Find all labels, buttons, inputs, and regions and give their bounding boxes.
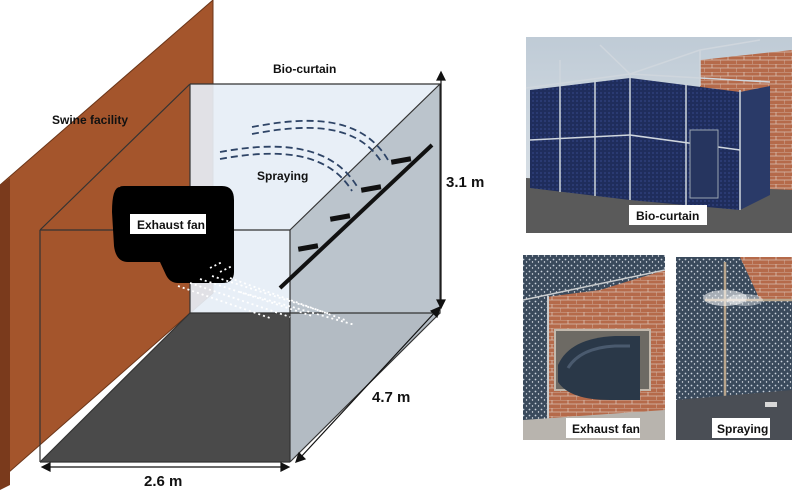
schematic-diagram: Swine facility Bio-curtain Spraying Exha… <box>0 0 484 490</box>
photo-exhaust-fan-label: Exhaust fan <box>572 422 640 436</box>
spray-pipe <box>278 143 434 290</box>
bio-curtain-label: Bio-curtain <box>273 62 336 76</box>
exhaust-fan-label: Exhaust fan <box>137 218 205 232</box>
photo-bio-curtain: Bio-curtain <box>525 37 792 233</box>
dimension-lines <box>40 70 446 472</box>
spray-mist-lines <box>219 119 389 192</box>
exhaust-fan-label-box <box>130 214 206 234</box>
spraying-label: Spraying <box>257 169 308 183</box>
photo-exhaust-fan: Exhaust fan <box>522 255 666 440</box>
swine-facility-wall-edge <box>0 178 10 490</box>
exhaust-air-dots <box>177 261 356 326</box>
photo-bio-curtain-label: Bio-curtain <box>636 209 699 223</box>
width-dimension-label: 2.6 m <box>144 473 182 490</box>
photo-spraying: Spraying <box>676 257 792 440</box>
exhaust-fan <box>112 186 234 283</box>
swine-facility-label: Swine facility <box>52 113 128 127</box>
curtain-side-panel <box>290 84 440 462</box>
depth-dimension-label: 4.7 m <box>372 389 410 406</box>
spray-nozzles <box>297 156 412 252</box>
height-dimension-label: 3.1 m <box>446 174 484 191</box>
photo-spraying-label: Spraying <box>717 422 768 436</box>
